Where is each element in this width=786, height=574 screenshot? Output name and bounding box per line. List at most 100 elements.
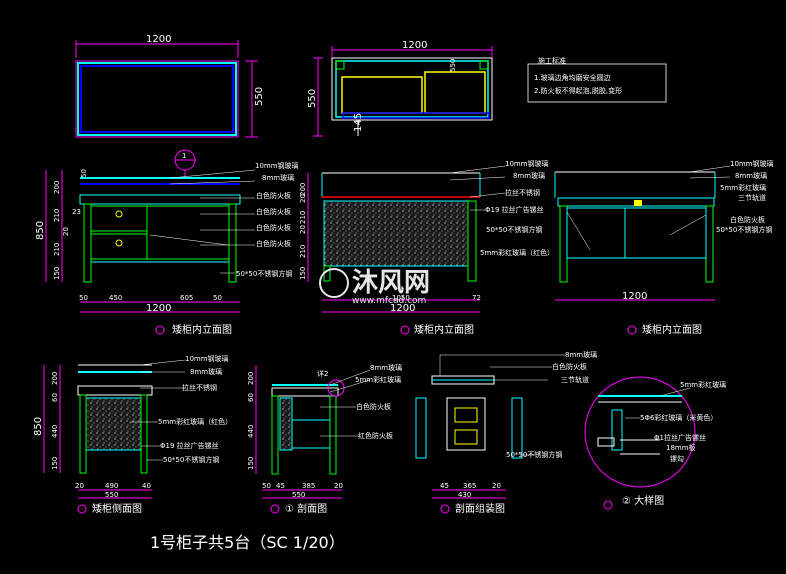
section2-label-rail: 三节轨道 (561, 375, 589, 384)
elev2-dim-20a: 20 (299, 194, 307, 203)
side-dim-200: 200 (51, 372, 59, 385)
elev1-bottom-605: 605 (180, 294, 193, 302)
side-bottom-40: 40 (142, 482, 151, 490)
plan-view-right: 1200 550 145 550 (307, 40, 493, 137)
elev1-label-fireboard-4: 白色防火板 (256, 239, 291, 248)
detail2-label-screw: Φ1拉丝广告镙丝 (654, 433, 706, 442)
side-label-steel-tube: 50*50不锈钢方钢 (163, 455, 219, 464)
plan-right-height-dim: 550 (307, 89, 318, 108)
side-dim-440: 440 (51, 425, 59, 438)
side-bottom-490: 490 (105, 482, 118, 490)
notes-line-2: 2.防火板不得起泡,脱胶,变形 (534, 86, 622, 95)
plan-left-height-dim: 550 (254, 87, 265, 106)
section1-dim-440: 440 (247, 425, 255, 438)
elev3-label-10mm-glass: 10mm钢玻璃 (730, 159, 774, 168)
side-label-10mm-glass: 10mm钢玻璃 (185, 354, 229, 363)
elevation-view-2: 200 20 210 20 210 150 1050 72 1200 10mm钢… (299, 159, 554, 336)
elevation-view-3: 1200 10mm钢玻璃 8mm玻璃 5mm彩红玻璃 三节轨道 白色防火板 50… (554, 159, 774, 336)
side-view: 200 60 440 150 850 20 490 40 550 10mm钢玻璃… (33, 354, 232, 515)
side-total: 550 (105, 491, 118, 499)
plan-left-width-dim: 1200 (146, 34, 171, 45)
watermark-brand: 沐风网 (352, 268, 430, 298)
section1-detail-ref: 详2 (317, 369, 328, 378)
elev3-total: 1200 (622, 291, 647, 302)
elev3-label-8mm-glass: 8mm玻璃 (735, 171, 767, 180)
plan-right-width-dim: 1200 (402, 40, 427, 51)
detail-view-2: 5mm彩红玻璃 5Φ6彩红玻璃（米黄色） Φ1拉丝广告镙丝 18mm板 镙勾 ②… (584, 376, 726, 510)
section-view-1: 详2 200 60 440 150 50 45 385 20 550 8mm玻璃… (247, 363, 402, 515)
drawing-title: 1号柜子共5台（SC 1/20） (150, 533, 345, 552)
elev3-label-fireboard: 白色防火板 (730, 215, 765, 224)
plan-right-inner-dim: 550 (449, 59, 457, 72)
section1-label-red-glass: 5mm彩红玻璃 (355, 375, 401, 384)
elev1-dim-850: 850 (35, 221, 46, 240)
side-dim-60: 60 (51, 393, 59, 402)
elevation-view-1: 1 200 50 210 20 210 150 850 23 50 450 60… (35, 149, 299, 336)
side-label-red-glass: 5mm彩红玻璃（红色） (158, 417, 232, 426)
section1-bottom-385: 385 (302, 482, 315, 490)
elev1-dim-210a: 210 (53, 209, 61, 222)
elev1-label-fireboard-3: 白色防火板 (256, 223, 291, 232)
section2-label-white-board: 白色防火板 (552, 362, 587, 371)
elev1-bottom-450: 450 (109, 294, 122, 302)
elev1-marker: 1 (182, 152, 186, 160)
section1-dim-60: 60 (247, 393, 255, 402)
section1-label-white-board: 白色防火板 (356, 402, 391, 411)
elev2-label-steel: 拉丝不锈钢 (505, 188, 540, 197)
section1-caption: ① 剖面图 (285, 502, 327, 515)
detail2-label-18mm: 18mm板 (666, 443, 696, 452)
elev1-dim-200: 200 (53, 181, 61, 194)
section2-total: 430 (458, 491, 471, 499)
side-label-8mm-glass: 8mm玻璃 (190, 367, 222, 376)
elev1-bottom-50b: 50 (213, 294, 222, 302)
elev2-dim-210b: 210 (299, 245, 307, 258)
section1-dim-200: 200 (247, 372, 255, 385)
elev1-dim-23: 23 (72, 208, 81, 216)
watermark: 沐风网 www.mfcad.com (319, 268, 430, 306)
notes-heading: 施工标准 (538, 56, 566, 65)
elev1-dim-150: 150 (53, 267, 61, 280)
detail2-label-red-glass: 5mm彩红玻璃 (680, 380, 726, 389)
detail2-caption: ② 大样图 (622, 494, 664, 507)
watermark-logo-icon (319, 268, 349, 298)
elev1-total: 1200 (146, 303, 171, 314)
elev2-label-red-glass: 5mm彩红玻璃（红色） (480, 248, 554, 257)
watermark-url: www.mfcad.com (352, 296, 426, 306)
elev1-label-10mm-glass: 10mm钢玻璃 (255, 161, 299, 170)
elev2-label-8mm-glass: 8mm玻璃 (513, 171, 545, 180)
elev2-label-screw: Φ19 拉丝广告镙丝 (485, 205, 544, 214)
elev3-label-rail: 三节轨道 (738, 193, 766, 202)
section1-bottom-50: 50 (262, 482, 271, 490)
section2-caption: 剖面组装图 (455, 502, 505, 515)
elev1-dim-210b: 210 (53, 243, 61, 256)
section2-bottom-45: 45 (440, 482, 449, 490)
elev2-dim-20b: 20 (299, 225, 307, 234)
side-dim-850: 850 (33, 417, 44, 436)
elev1-label-steel-tube: 50*50不锈钢方钢 (236, 269, 292, 278)
detail2-label-hook: 镙勾 (670, 454, 684, 463)
elev2-label-steel-tube: 50*50不锈钢方钢 (486, 225, 542, 234)
plan-view-left: 1200 550 (75, 34, 265, 138)
elev2-dim-200: 200 (299, 183, 307, 196)
side-label-steel: 拉丝不锈钢 (182, 383, 217, 392)
section2-label-steel-tube: 50*50不锈钢方钢 (506, 450, 562, 459)
elev3-caption: 矮柜内立面图 (642, 323, 702, 336)
elev2-caption: 矮柜内立面图 (414, 323, 474, 336)
construction-notes: 施工标准 1.玻璃边角均磨安全圆边 2.防火板不得起泡,脱胶,变形 (527, 56, 667, 103)
side-label-screw: Φ19 拉丝广告镙丝 (160, 441, 219, 450)
section-view-assembly: 45 365 20 430 8mm玻璃 白色防火板 三节轨道 50*50不锈钢方… (415, 350, 597, 515)
elev1-caption: 矮柜内立面图 (172, 323, 232, 336)
elev1-label-fireboard-2: 白色防火板 (256, 207, 291, 216)
section2-bottom-365: 365 (463, 482, 476, 490)
elev2-dim-210a: 210 (299, 211, 307, 224)
elev2-bottom-72: 72 (472, 294, 481, 302)
detail2-label-beige-glass: 5Φ6彩红玻璃（米黄色） (640, 413, 717, 422)
plan-right-h2-dim: 145 (353, 113, 364, 132)
section2-label-8mm-glass: 8mm玻璃 (565, 350, 597, 359)
side-caption: 矮柜侧面图 (92, 502, 142, 515)
elev2-bottom-1050: 1050 (392, 294, 410, 302)
elev1-dim-20: 20 (62, 227, 70, 236)
section1-dim-150: 150 (247, 457, 255, 470)
section1-bottom-45: 45 (276, 482, 285, 490)
elev1-label-fireboard-1: 白色防火板 (256, 191, 291, 200)
